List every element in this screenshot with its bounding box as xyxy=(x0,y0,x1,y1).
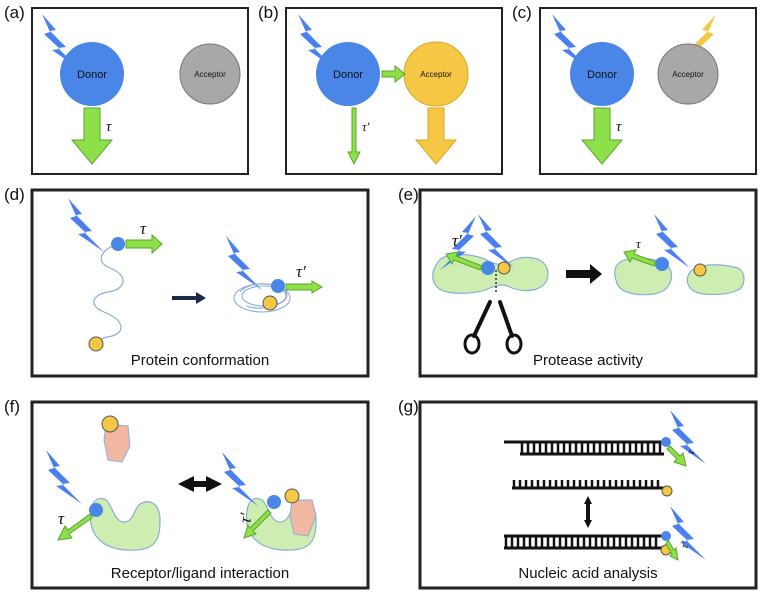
panel-f-label: (f) xyxy=(4,397,20,416)
donor-emission-arrow xyxy=(445,251,483,271)
donor-dot xyxy=(271,279,285,293)
donor-circle xyxy=(316,42,380,106)
panel-c-frame xyxy=(539,7,757,175)
transition-arrow xyxy=(566,264,602,284)
donor-dot xyxy=(661,531,671,541)
panel-b-label: (b) xyxy=(258,3,279,22)
donor-emission-arrow xyxy=(285,280,323,294)
lifetime-label: τ′ xyxy=(452,231,462,250)
hybridization-arrow xyxy=(584,496,592,528)
donor-emission-arrow xyxy=(125,233,163,255)
acceptor-dot xyxy=(693,263,707,277)
lifetime-label: τ xyxy=(58,509,65,528)
double-strand-dna xyxy=(504,440,664,456)
panel-caption: Protease activity xyxy=(533,352,644,369)
acceptor-label: Acceptor xyxy=(672,70,704,79)
panel-caption: Receptor/ligand interaction xyxy=(111,565,289,582)
energy-transfer-arrow xyxy=(381,64,406,84)
unfolded-protein-chain xyxy=(93,243,124,343)
panel-c-label: (c) xyxy=(512,3,532,22)
acceptor-label: Acceptor xyxy=(420,70,452,79)
donor-circle xyxy=(570,42,634,106)
panel-b-frame xyxy=(285,7,503,175)
donor-emission-arrow xyxy=(57,513,93,541)
hybridized-dna xyxy=(504,534,664,550)
donor-circle xyxy=(60,42,124,106)
acceptor-label: Acceptor xyxy=(194,70,226,79)
donor-dot xyxy=(111,237,125,251)
lifetime-label: τ′ xyxy=(296,262,306,281)
donor-dot xyxy=(655,257,669,271)
acceptor-circle xyxy=(657,43,719,105)
receptor-protein xyxy=(90,497,161,551)
transition-arrow xyxy=(172,292,206,304)
base-pair-ticks xyxy=(520,442,662,454)
acceptor-circle xyxy=(179,43,241,105)
panel-caption: Nucleic acid analysis xyxy=(518,565,657,582)
panel-d-frame xyxy=(30,188,370,378)
donor-emission-arrow xyxy=(623,249,657,267)
equilibrium-arrow xyxy=(178,476,222,492)
panel-g-label: (g) xyxy=(398,397,419,416)
panel-e-label: (e) xyxy=(398,185,419,204)
donor-dot xyxy=(481,261,495,275)
donor-emission-arrow xyxy=(580,107,624,165)
acceptor-dot xyxy=(262,295,278,311)
donor-dot xyxy=(267,495,281,509)
lifetime-label: τ′ xyxy=(362,119,370,134)
acceptor-dot xyxy=(661,485,673,497)
panel-d-label: (d) xyxy=(4,185,25,204)
panel-g-frame xyxy=(418,400,758,590)
single-strand-probe xyxy=(512,480,664,490)
lifetime-label: τ xyxy=(106,119,112,135)
donor-label: Donor xyxy=(587,69,617,81)
donor-emission-arrow xyxy=(243,509,272,539)
panel-caption: Protein conformation xyxy=(131,352,269,369)
acceptor-emission-arrow xyxy=(414,107,458,165)
acceptor-dot xyxy=(88,336,104,352)
lifetime-label: τ xyxy=(616,119,622,135)
ligand xyxy=(103,423,131,463)
acceptor-dot xyxy=(284,488,300,504)
donor-emission-arrow xyxy=(666,445,687,467)
donor-label: Donor xyxy=(333,69,363,81)
lifetime-label: τ′ xyxy=(235,511,255,524)
donor-dot xyxy=(661,437,671,447)
donor-label: Donor xyxy=(77,69,107,81)
scissors-icon xyxy=(463,300,523,355)
lifetime-label: τ xyxy=(685,447,698,456)
acceptor-dot xyxy=(101,415,119,433)
donor-emission-arrow xyxy=(70,107,114,165)
panel-f-frame xyxy=(30,400,370,590)
lifetime-label: τ xyxy=(140,219,147,238)
lifetime-label: τ′ xyxy=(679,540,693,551)
donor-emission-arrow xyxy=(347,107,361,166)
donor-emission-arrow xyxy=(665,538,679,561)
bound-ligand xyxy=(289,499,317,537)
donor-dot xyxy=(89,503,103,517)
panel-a-label: (a) xyxy=(4,3,25,22)
lifetime-label: τ xyxy=(636,236,642,251)
acceptor-dot xyxy=(497,261,511,275)
